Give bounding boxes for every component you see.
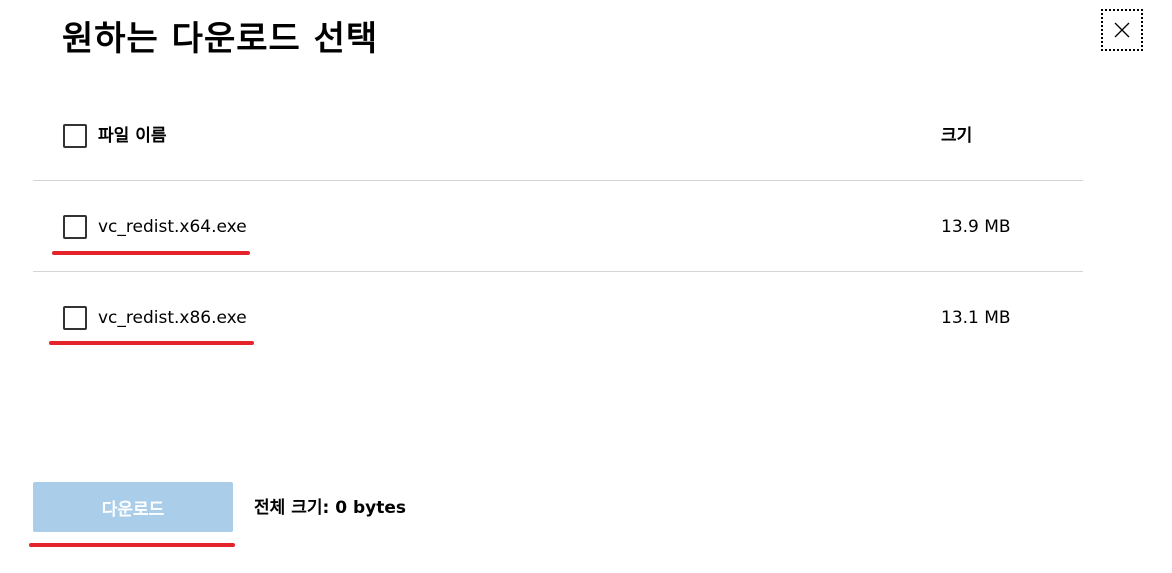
column-header-name: 파일 이름: [98, 126, 167, 146]
file-size: 13.9 MB: [941, 217, 1011, 237]
annotation-underline-download: [29, 543, 235, 547]
row-checkbox-x86[interactable]: [63, 306, 87, 330]
total-size-label: 전체 크기: 0 bytes: [254, 498, 406, 518]
column-header-size: 크기: [941, 126, 973, 146]
dialog-title: 원하는 다운로드 선택: [62, 19, 379, 59]
row-divider: [33, 271, 1083, 272]
close-icon: [1114, 22, 1130, 38]
table-row: vc_redist.x64.exe 13.9 MB: [33, 181, 1083, 271]
select-all-checkbox[interactable]: [63, 124, 87, 148]
download-button[interactable]: 다운로드: [33, 482, 233, 532]
row-checkbox-x64[interactable]: [63, 215, 87, 239]
close-button[interactable]: [1101, 9, 1143, 51]
file-size: 13.1 MB: [941, 308, 1011, 328]
table-row: vc_redist.x86.exe 13.1 MB: [33, 272, 1083, 362]
file-name: vc_redist.x86.exe: [98, 308, 247, 328]
row-divider: [33, 180, 1083, 181]
annotation-underline-x86: [49, 341, 254, 345]
table-header: 파일 이름 크기: [33, 90, 1083, 180]
file-name: vc_redist.x64.exe: [98, 217, 247, 237]
annotation-underline-x64: [52, 251, 250, 255]
